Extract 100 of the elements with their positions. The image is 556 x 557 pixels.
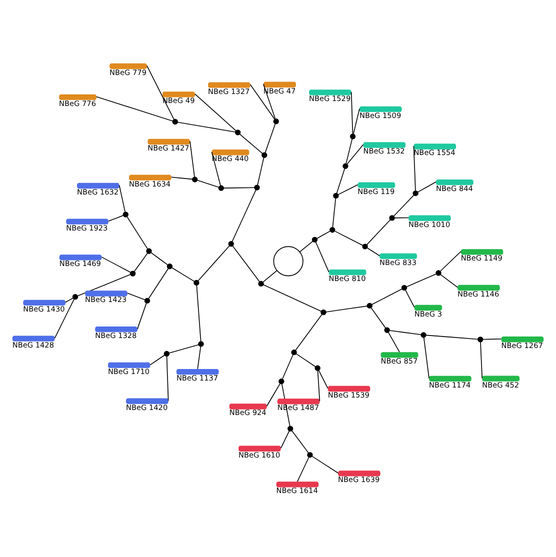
- node-box: [277, 398, 320, 404]
- node-box: [85, 290, 128, 296]
- node-circle: [320, 308, 326, 315]
- node-circle: [228, 240, 234, 246]
- node-circle: [314, 364, 320, 370]
- node-circle: [254, 184, 260, 190]
- node-box: [59, 254, 102, 260]
- node-box: [358, 182, 396, 188]
- connector: [197, 346, 202, 369]
- connector: [134, 252, 148, 272]
- node-label: NBeG 844: [436, 184, 473, 192]
- connector: [334, 230, 363, 246]
- node-circle: [278, 378, 284, 384]
- connector: [177, 121, 236, 132]
- node-label: NBeG 1427: [148, 142, 190, 152]
- connector: [295, 314, 322, 350]
- connector: [211, 151, 221, 186]
- connector: [312, 455, 338, 473]
- connector: [264, 123, 276, 153]
- connector: [196, 284, 202, 342]
- node-circle: [218, 184, 224, 190]
- node-circle: [362, 243, 368, 249]
- node-box: [110, 62, 147, 69]
- node-label: NBeG 1529: [309, 94, 351, 103]
- node-label: NBeG 1010: [408, 219, 450, 228]
- connector: [317, 370, 320, 401]
- connector: [482, 338, 502, 340]
- node-box: [482, 375, 520, 381]
- node-circle: [166, 263, 173, 269]
- connector: [148, 268, 169, 298]
- node-circle: [72, 294, 78, 300]
- node-circle: [291, 348, 297, 355]
- connector: [338, 184, 358, 194]
- node-label: NBeG 810: [328, 274, 366, 283]
- node-label: NBeG 1509: [360, 110, 402, 120]
- connector: [366, 247, 380, 256]
- connector: [440, 274, 458, 288]
- node-circle: [288, 425, 294, 432]
- node-box: [212, 149, 250, 155]
- connector: [296, 352, 316, 367]
- node-label: NBeG 1923: [66, 222, 108, 232]
- connector: [300, 240, 314, 252]
- node-circle: [192, 176, 198, 182]
- connector: [393, 194, 414, 216]
- node-label: NBeG 3: [414, 308, 442, 318]
- node-label: NBeG 1532: [363, 146, 405, 156]
- node-label: NBeG 1469: [59, 258, 101, 268]
- node-box: [108, 362, 150, 368]
- connector: [417, 180, 436, 192]
- node-label: NBeG 1428: [12, 340, 54, 349]
- node-label: NBeG 1610: [238, 450, 280, 459]
- node-label: NBeG 1149: [460, 253, 502, 262]
- node-box: [380, 352, 418, 358]
- connector: [336, 168, 346, 194]
- connector: [282, 354, 294, 379]
- node-box: [309, 89, 352, 95]
- node-circle: [172, 118, 178, 124]
- node-circle: [234, 129, 241, 135]
- connector: [194, 93, 236, 131]
- node-circle: [401, 284, 408, 290]
- connector: [170, 176, 193, 180]
- node-box: [429, 375, 472, 382]
- node-label: NBeG 1327: [208, 86, 250, 96]
- node-box: [380, 252, 417, 259]
- connector: [146, 64, 174, 120]
- node-box: [23, 299, 66, 306]
- node-box: [176, 368, 219, 374]
- node-circle: [389, 214, 395, 220]
- node-label: NBeG 1639: [338, 474, 380, 484]
- node-circle: [366, 302, 372, 308]
- node-box: [208, 82, 250, 88]
- node-box: [501, 336, 544, 342]
- node-label: NBeG 1137: [176, 372, 218, 382]
- node-box: [328, 385, 370, 392]
- connector: [196, 179, 220, 188]
- node-box: [338, 470, 380, 476]
- node-label: NBeG 924: [229, 408, 266, 417]
- connector: [266, 382, 280, 406]
- node-circle: [122, 211, 128, 217]
- node-label: NBeG 833: [380, 257, 416, 266]
- connector: [126, 216, 148, 249]
- node-box: [458, 284, 500, 290]
- node-label: NBeG 1634: [128, 178, 171, 188]
- connector: [239, 133, 263, 154]
- node-circle: [420, 332, 426, 338]
- node-circle: [198, 340, 204, 346]
- node-circle: [412, 190, 418, 196]
- node-box: [238, 445, 281, 451]
- node-circle: [194, 279, 200, 286]
- node-circle: [130, 270, 136, 276]
- connector: [232, 244, 260, 282]
- connector: [168, 344, 199, 353]
- node-circle: [350, 133, 356, 139]
- node-box: [408, 214, 451, 220]
- connector: [370, 307, 386, 328]
- connector: [101, 256, 131, 272]
- connector: [65, 297, 74, 302]
- connector: [280, 430, 290, 448]
- connector: [406, 273, 437, 287]
- node-label: NBeG 1328: [95, 330, 137, 340]
